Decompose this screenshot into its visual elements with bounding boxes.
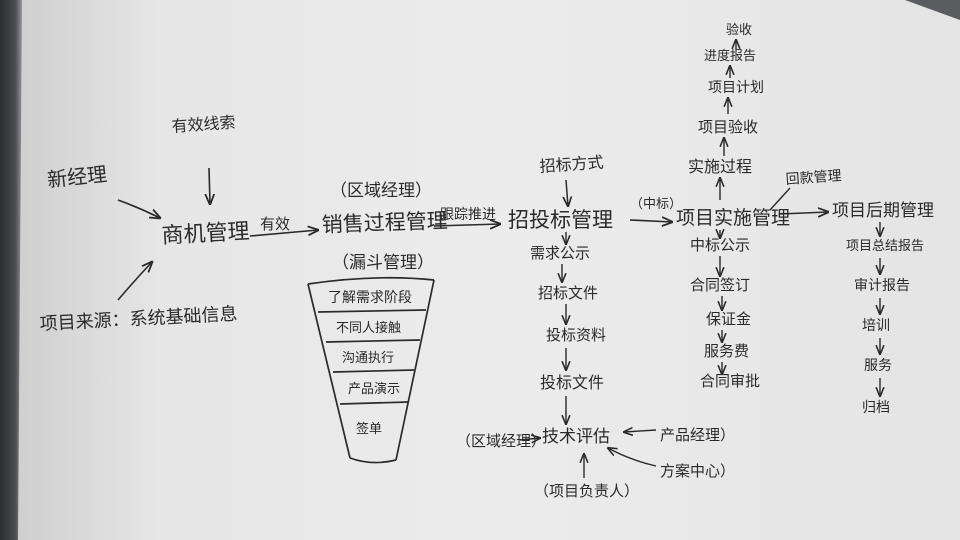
edge-label-win: （中标） — [630, 197, 682, 212]
node-archive: 归档 — [862, 399, 890, 416]
node-contract-approval: 合同审批 — [700, 372, 760, 390]
node-progress: 进度报告 — [704, 48, 756, 64]
node-impl-process: 实施过程 — [688, 157, 752, 176]
arrow-product-to-eval — [624, 430, 657, 432]
node-funnel-mgmt: （漏斗管理） — [332, 253, 434, 273]
arrow-regional-to-eval — [519, 438, 540, 440]
node-service-fee: 服务费 — [704, 342, 749, 360]
funnel-stage-5: 签单 — [356, 421, 382, 437]
node-regional-dept: （区域经理） — [456, 432, 546, 450]
edge-label-tracking: 跟踪推进 — [440, 207, 496, 223]
edge-label-effective: 有效 — [260, 215, 290, 233]
arrow-impl-to-post — [779, 212, 828, 214]
arrow-sales-to-bid — [433, 224, 500, 226]
node-contract-sign: 合同签订 — [690, 276, 750, 294]
sales-funnel — [307, 276, 435, 464]
node-opportunity-mgmt: 商机管理 — [161, 219, 250, 249]
funnel-stage-3: 沟通执行 — [342, 351, 394, 366]
node-service: 服务 — [864, 358, 892, 374]
node-acceptance: 验收 — [726, 22, 752, 38]
node-deposit: 保证金 — [706, 310, 751, 328]
node-payment-mgmt: 回款管理 — [785, 168, 842, 188]
arrow-method-to-bid — [566, 179, 568, 206]
node-win-notice: 中标公示 — [690, 236, 750, 254]
paper-top-right-dark — [905, 0, 960, 20]
node-project-delivery: 项目验收 — [698, 118, 758, 136]
node-tender-doc: 投标文件 — [540, 373, 604, 392]
node-bid-material: 投标资料 — [546, 326, 606, 344]
arrow-impl-to-payment — [769, 187, 791, 211]
node-project-person: （项目负责人） — [534, 482, 639, 500]
funnel-stage-4: 产品演示 — [348, 381, 400, 397]
paper-sheet — [18, 0, 960, 540]
funnel-stage-1: 了解需求阶段 — [328, 290, 412, 306]
arrow-source-to-opportunity — [209, 167, 210, 204]
node-project-plan: 项目计划 — [708, 80, 764, 96]
arrow-manager-to-opportunity — [117, 199, 160, 218]
node-training: 培训 — [862, 318, 890, 334]
node-bid-doc: 招标文件 — [538, 284, 598, 302]
node-post-mgmt: 项目后期管理 — [832, 201, 934, 221]
node-regional-manager: （区域经理） — [330, 181, 432, 201]
node-project-impl-mgmt: 项目实施管理 — [676, 207, 790, 229]
arrow-opportunity-to-sales — [249, 230, 318, 237]
arrow-project-to-opportunity — [117, 262, 152, 301]
node-audit-report: 审计报告 — [854, 278, 910, 294]
node-sales-process-mgmt: 销售过程管理 — [321, 209, 448, 237]
funnel-stage-2: 不同人接触 — [336, 320, 401, 336]
impl-up-arrows — [720, 40, 736, 200]
bid-arrows — [562, 232, 566, 424]
node-bid-method: 招标方式 — [539, 153, 604, 176]
node-bid-mgmt: 招投标管理 — [508, 208, 613, 232]
node-product-dept: 产品经理） — [660, 426, 735, 444]
node-bid-center: 方案中心） — [660, 462, 735, 480]
arrow-bid-to-impl — [629, 220, 672, 222]
node-demand-notice: 需求公示 — [530, 244, 590, 262]
impl-down-arrows — [720, 230, 722, 374]
node-tech-eval: 技术评估 — [542, 427, 610, 447]
node-project-report: 项目总结报告 — [846, 239, 924, 254]
node-effective-source: 有效线索 — [171, 113, 236, 136]
arrow-center-to-eval — [608, 448, 657, 467]
